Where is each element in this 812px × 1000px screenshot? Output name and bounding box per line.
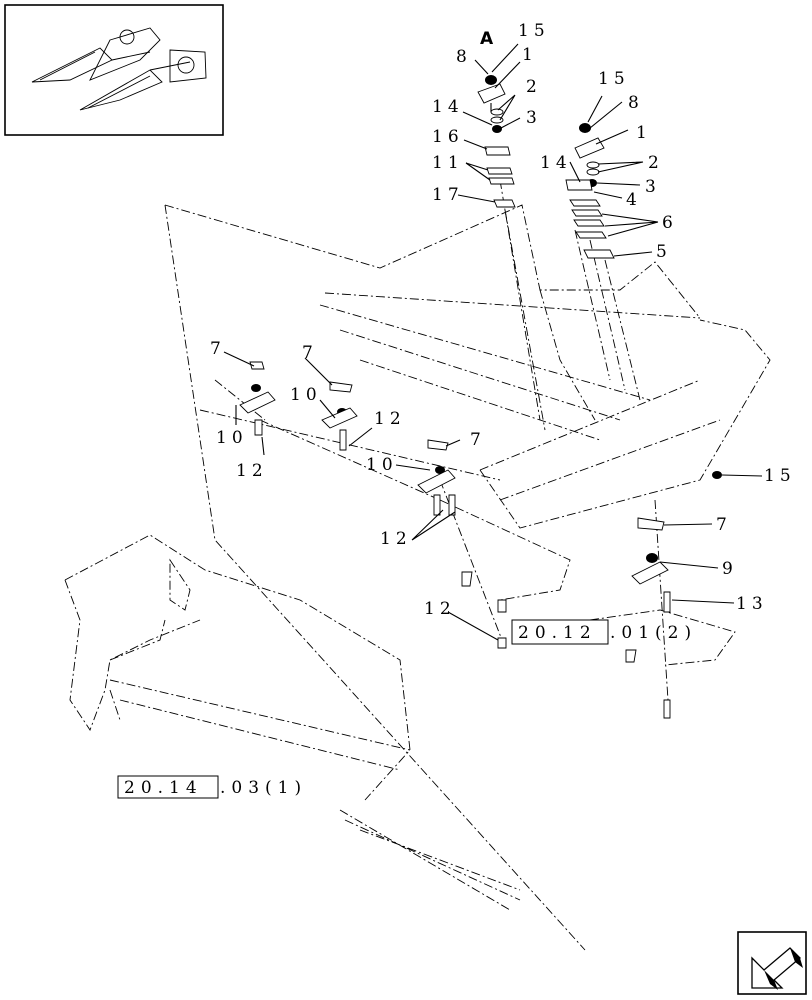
guard-knife-thumbnail [4, 4, 224, 136]
view-label-a: A [480, 29, 494, 49]
callout-4: 4 [626, 190, 642, 210]
reference-20-12-suffix: .01(2) [610, 623, 697, 643]
callout-8-b: 8 [628, 93, 644, 113]
callout-7-a: 7 [210, 339, 226, 359]
callout-13: 13 [736, 594, 768, 614]
callout-7-c: 7 [470, 430, 486, 450]
callout-3-a: 3 [526, 108, 542, 128]
callout-7-b: 7 [302, 343, 318, 363]
cross-reference-20-12[interactable]: 20.12 .01(2) [511, 619, 697, 645]
callout-8-a: 8 [456, 47, 472, 67]
callout-12-d: 12 [424, 599, 456, 619]
callout-17: 17 [432, 185, 464, 205]
guard-assemblies [239, 361, 722, 719]
reference-20-12-box: 20.12 [518, 623, 597, 643]
hardware-stack-b [565, 123, 615, 259]
lower-frame-outline [64, 534, 521, 911]
header-frame-outline [164, 204, 771, 951]
callout-1-a: 1 [522, 45, 538, 65]
cross-reference-20-14[interactable]: 20.14 .03(1) [117, 775, 307, 799]
callout-3-b: 3 [645, 177, 661, 197]
callout-15-right: 15 [764, 466, 796, 486]
callout-15-top-b: 15 [598, 69, 630, 89]
hardware-stack-a [477, 75, 516, 208]
callout-14-b: 14 [540, 153, 572, 173]
callout-9: 9 [722, 559, 738, 579]
callout-10-a: 10 [216, 428, 248, 448]
callout-labels: A 15 8 1 2 3 14 16 11 17 15 8 1 14 2 3 4… [210, 21, 796, 619]
callout-12-c: 12 [380, 529, 412, 549]
reference-20-14-box: 20.14 [124, 778, 203, 798]
callout-16: 16 [432, 127, 464, 147]
callout-12-a: 12 [236, 461, 268, 481]
callout-14-a: 14 [432, 97, 464, 117]
reference-20-14-suffix: .03(1) [220, 778, 307, 798]
callout-10-b: 10 [290, 385, 322, 405]
callout-2-a: 2 [526, 77, 542, 97]
callout-10-c: 10 [366, 455, 398, 475]
callout-2-b: 2 [648, 153, 664, 173]
callout-5: 5 [656, 242, 672, 262]
callout-7-d: 7 [716, 515, 732, 535]
page-navigation-arrow-icon[interactable] [737, 931, 807, 995]
callout-11: 11 [432, 153, 464, 173]
callout-1-b: 1 [636, 123, 652, 143]
alignment-phantom-lines [259, 179, 669, 701]
leader-lines [223, 43, 763, 641]
callout-15-top-a: 15 [518, 21, 550, 41]
callout-6: 6 [662, 213, 678, 233]
callout-12-b: 12 [374, 409, 406, 429]
